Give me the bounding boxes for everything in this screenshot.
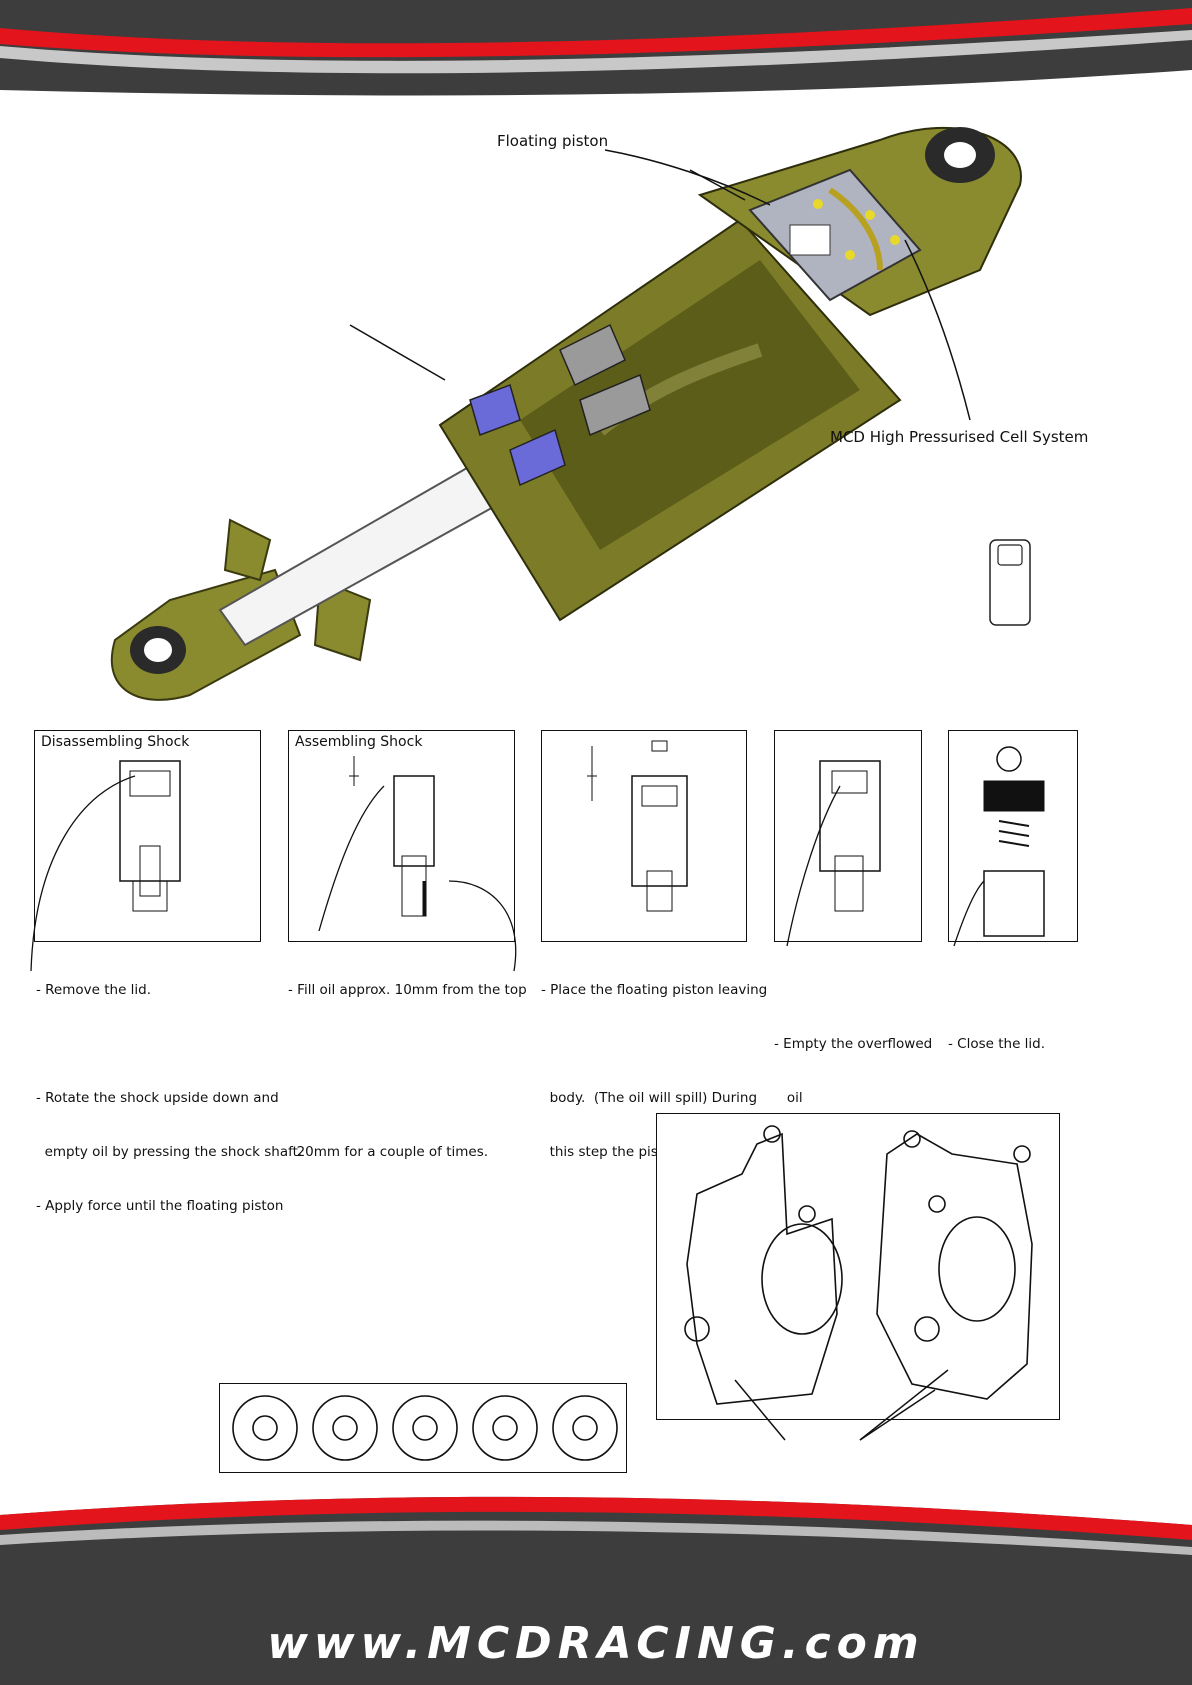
step-text-5: - Close the lid. <box>948 1036 1046 1052</box>
washer-shims-box <box>219 1383 627 1473</box>
floating-piston-internal <box>748 168 922 302</box>
step-text-4: - Empty the overflowed oil <box>774 1036 933 1106</box>
step-box-empty-oil <box>774 730 922 947</box>
washer-shims-illustration <box>232 1395 618 1461</box>
shock-diagram-4 <box>786 760 881 947</box>
callout-floating-piston: Floating piston <box>497 132 609 150</box>
hub-carrier-illustration <box>684 1125 1033 1405</box>
shock-body <box>438 126 1022 622</box>
shock-cutaway-illustration <box>110 126 1031 701</box>
step-title: Assembling Shock <box>295 734 423 750</box>
shock-diagram-1 <box>30 760 181 972</box>
step-text-2: - Fill oil approx. 10mm from the top 20m… <box>288 982 527 1160</box>
step-box-floating-piston <box>541 730 747 942</box>
shock-diagram-2 <box>318 756 517 972</box>
footer-banner <box>0 1496 1192 1685</box>
callout-cell-system: MCD High Pressurised Cell System <box>830 428 1089 446</box>
footer-website[interactable]: www.MCDRACING.com <box>267 1618 925 1669</box>
step-title: Disassembling Shock <box>41 734 190 750</box>
step-box-close-lid <box>948 730 1078 947</box>
shock-diagram-3 <box>587 740 688 912</box>
header-banner <box>0 0 1192 100</box>
shock-diagram-5 <box>953 746 1045 947</box>
small-spacer-part <box>989 539 1031 626</box>
hub-carrier-box <box>656 1113 1060 1420</box>
step-text-1: - Remove the lid. - Rotate the shock ups… <box>36 982 303 1214</box>
step-box-assembling: Assembling Shock <box>288 730 517 972</box>
step-box-disassembling: Disassembling Shock <box>30 730 261 972</box>
